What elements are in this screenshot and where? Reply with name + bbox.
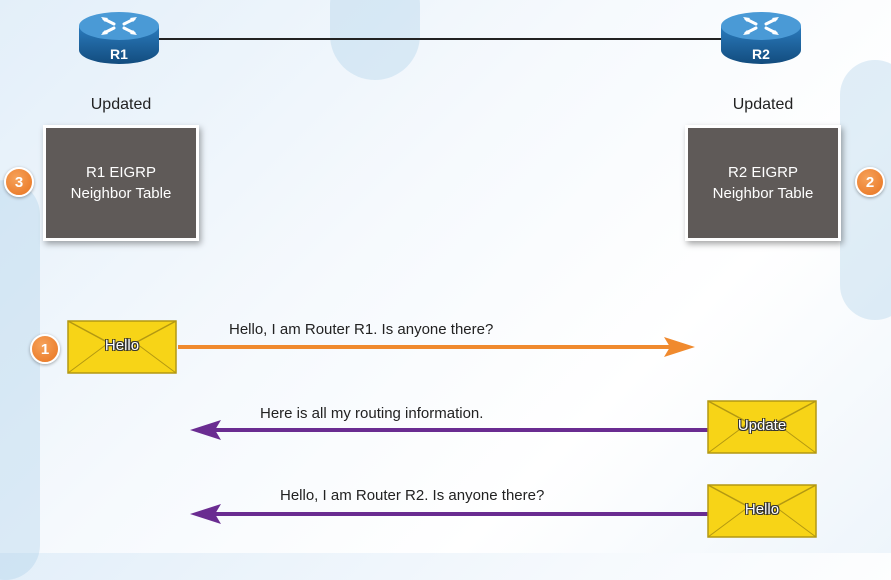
update-r2-caption: Here is all my routing information.: [260, 405, 484, 422]
hello-r1-caption: Hello, I am Router R1. Is anyone there?: [229, 321, 494, 338]
update-r2-arrowhead: [190, 420, 221, 440]
envelope-label: Update: [737, 417, 787, 434]
hello-r1-arrowhead: [664, 337, 695, 357]
router-icon: R2: [721, 12, 801, 64]
step-badge-3: 3: [4, 167, 34, 197]
router-link: [155, 38, 722, 40]
router-label: R1: [110, 46, 128, 62]
hello-r2-caption: Hello, I am Router R2. Is anyone there?: [280, 487, 545, 504]
r1-updated-label: Updated: [90, 96, 152, 113]
router-icon: R1: [79, 12, 159, 64]
router-r2[interactable]: R2: [720, 6, 802, 68]
router-label: R2: [752, 46, 770, 62]
router-r1[interactable]: R1: [78, 6, 160, 68]
envelope-label: Hello: [104, 337, 140, 354]
r1-neighbor-table[interactable]: R1 EIGRP Neighbor Table: [43, 125, 199, 241]
background-stripe: [0, 180, 40, 580]
step-badge-2: 2: [855, 167, 885, 197]
r2-neighbor-table[interactable]: R2 EIGRP Neighbor Table: [685, 125, 841, 241]
r1-table-subtitle: Neighbor Table: [70, 185, 172, 202]
r1-table-title: R1 EIGRP: [85, 164, 157, 181]
message-arrows: [178, 337, 708, 524]
r2-updated-label: Updated: [732, 96, 794, 113]
envelope-icon: [67, 320, 177, 374]
hello-r2-arrowhead: [190, 504, 221, 524]
envelope-icon: [707, 484, 817, 538]
hello-envelope-r2[interactable]: Hello: [707, 484, 817, 538]
r2-table-title: R2 EIGRP: [727, 164, 799, 181]
step-badge-1: 1: [30, 334, 60, 364]
envelope-icon: [707, 400, 817, 454]
update-envelope-r2[interactable]: Update: [707, 400, 817, 454]
envelope-label: Hello: [744, 501, 780, 518]
hello-envelope-r1[interactable]: Hello: [67, 320, 177, 374]
r2-table-subtitle: Neighbor Table: [712, 185, 814, 202]
